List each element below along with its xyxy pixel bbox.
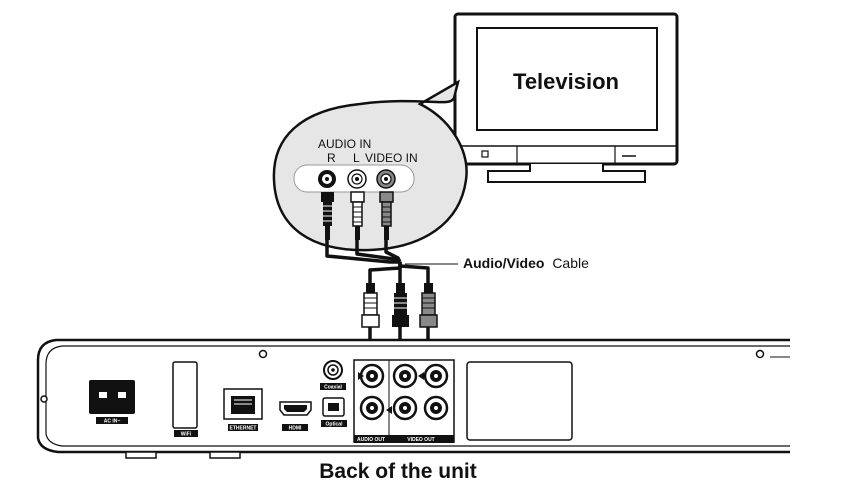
optical-label: Optical xyxy=(326,422,344,428)
unit-plug-yellow xyxy=(419,283,438,328)
wifi-label: WiFi xyxy=(181,432,192,438)
television: Television xyxy=(453,12,679,183)
audio-in-r-jack xyxy=(318,170,336,188)
ethernet-label: ETHERNET xyxy=(230,426,257,432)
hdmi-label: HDMI xyxy=(289,426,302,432)
tv-input-callout: AUDIO IN R L VIDEO IN xyxy=(272,79,468,252)
audio-out-l-jack xyxy=(359,395,385,421)
coaxial-port: Coaxial xyxy=(320,360,346,391)
cable-label-bold: Audio/Video xyxy=(463,255,544,271)
audio-out-label: AUDIO OUT xyxy=(357,437,385,443)
audio-in-r-label: R xyxy=(327,151,336,165)
av-output-panel: AUDIO OUT VIDEO OUT xyxy=(353,359,455,443)
video-out-label: VIDEO OUT xyxy=(407,437,435,443)
unit-caption: Back of the unit xyxy=(319,460,477,483)
unit-plug-white xyxy=(361,283,380,328)
video-out-pr-jack xyxy=(423,395,449,421)
hdmi-port: HDMI xyxy=(279,401,312,432)
coaxial-label: Coaxial xyxy=(324,385,342,391)
cable-label: Audio/Video Cable xyxy=(463,255,589,271)
cable-label-rest: Cable xyxy=(552,255,589,271)
audio-in-l-label: L xyxy=(353,151,360,165)
ac-in-port: AC IN~ xyxy=(89,380,135,425)
tv-plug-yellow xyxy=(379,191,394,240)
audio-out-r-jack xyxy=(359,363,385,389)
ethernet-port: ETHERNET xyxy=(223,388,263,432)
video-in-label: VIDEO IN xyxy=(365,151,418,165)
wifi-module: WiFi xyxy=(172,361,198,438)
tv-label: Television xyxy=(513,69,619,94)
optical-port: Optical xyxy=(321,397,347,428)
tv-plug-red xyxy=(321,192,334,240)
unit-plug-red xyxy=(392,283,409,327)
video-out-composite-jack xyxy=(423,363,449,389)
connection-arrowheads xyxy=(358,372,424,414)
video-out-y-jack xyxy=(392,363,418,389)
vent-panel xyxy=(466,361,573,441)
ac-in-label: AC IN~ xyxy=(104,419,121,425)
video-in-jack xyxy=(376,169,396,189)
audio-in-l-jack xyxy=(347,169,367,189)
tv-plug-white xyxy=(350,191,365,240)
video-out-pb-jack xyxy=(392,395,418,421)
audio-in-label: AUDIO IN xyxy=(318,137,371,151)
